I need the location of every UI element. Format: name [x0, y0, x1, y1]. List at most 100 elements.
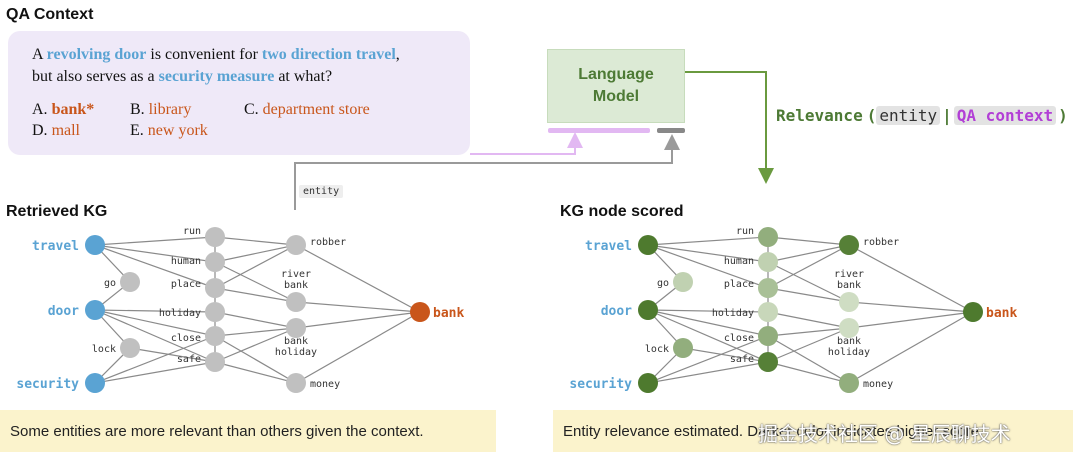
kg-node-riverbank	[839, 292, 859, 312]
kg-edge	[94, 236, 216, 246]
kg-node-label-travel: travel	[32, 239, 79, 254]
relevance-formula: Relevance(entity|QA context)	[776, 106, 1068, 125]
kg-edge	[295, 301, 421, 313]
kg-edge	[647, 244, 769, 263]
kg-edge	[767, 327, 850, 337]
kg-node-label-human: human	[724, 256, 754, 267]
kg-edge	[94, 309, 216, 313]
kg-edge	[214, 244, 297, 263]
kg-edge	[295, 311, 421, 384]
kg-node-label-close: close	[724, 333, 754, 344]
kg-node-label-door: door	[601, 304, 632, 319]
kg-node-go	[673, 272, 693, 292]
kg-node-place	[758, 278, 778, 298]
kg-node-bank	[963, 302, 983, 322]
kg-edge	[214, 261, 297, 303]
kg-node-label-run: run	[183, 226, 201, 237]
retrieved-kg-graph: traveldoorsecuritygolockrunhumanplacehol…	[16, 226, 464, 393]
kg-node-label-bankholiday: bank	[837, 336, 861, 347]
kg-node-label-place: place	[171, 279, 201, 290]
question-line-1: A revolving door is convenient for two d…	[32, 44, 400, 66]
kg-node-label-money: money	[310, 379, 340, 390]
kg-node-label-riverbank: bank	[284, 280, 308, 291]
kg-edge	[295, 311, 421, 329]
kg-node-safe	[205, 352, 225, 372]
answer-d: D. mall	[32, 122, 80, 139]
kg-node-label-riverbank: river	[834, 269, 864, 280]
kg-node-label-human: human	[171, 256, 201, 267]
kg-edge	[94, 244, 216, 289]
kg-node-label-place: place	[724, 279, 754, 290]
kg-node-security	[638, 373, 658, 393]
kg-edge	[848, 311, 974, 384]
kg-node-label-holiday: holiday	[712, 308, 754, 319]
kg-edge	[214, 244, 297, 289]
answer-b: B. library	[130, 101, 192, 118]
lm-to-scored-arrow	[685, 71, 774, 184]
qa-context-title: QA Context	[6, 6, 94, 23]
kg-node-run	[758, 227, 778, 247]
answer-a: A. bank*	[32, 101, 95, 118]
kg-node-human	[758, 252, 778, 272]
kg-node-door	[638, 300, 658, 320]
kg-node-robber	[286, 235, 306, 255]
lm-entity-input-bar	[657, 128, 685, 133]
entity-tag: entity	[299, 185, 344, 198]
highlighted-phrase: security measure	[158, 68, 275, 85]
kg-node-travel	[85, 235, 105, 255]
kg-edge	[214, 327, 297, 363]
kg-node-label-safe: safe	[177, 354, 201, 365]
kg-node-label-bank: bank	[433, 306, 464, 321]
kg-edge	[647, 236, 769, 246]
answer-e: E. new york	[130, 122, 208, 139]
kg-edge	[214, 311, 297, 329]
right-caption: Entity relevance estimated. Darker color…	[553, 410, 1073, 452]
qa-context-box: A revolving door is convenient for two d…	[8, 31, 470, 155]
kg-node-holiday	[758, 302, 778, 322]
kg-node-close	[758, 326, 778, 346]
kg-node-run	[205, 227, 225, 247]
kg-node-label-safe: safe	[730, 354, 754, 365]
kg-edge	[214, 327, 297, 337]
retrieved-kg-title: Retrieved KG	[6, 203, 108, 220]
kg-node-label-bankholiday: holiday	[828, 347, 870, 358]
kg-node-label-security: security	[569, 377, 632, 392]
kg-node-robber	[839, 235, 859, 255]
kg-node-lock	[673, 338, 693, 358]
entity-to-lm-arrow	[294, 134, 680, 210]
kg-node-label-go: go	[657, 278, 669, 289]
lm-text-input-bar	[548, 128, 650, 133]
question-text: at what?	[274, 68, 333, 85]
kg-node-label-bankholiday: bank	[284, 336, 308, 347]
watermark-text: 掘金技术社区 @ 星辰聊技术	[758, 422, 1011, 446]
kg-node-door	[85, 300, 105, 320]
highlighted-phrase: revolving door	[46, 46, 147, 63]
kg-edge	[94, 309, 216, 337]
language-model-box: Language Model	[547, 49, 685, 123]
qa-to-lm-arrow	[470, 132, 583, 155]
kg-node-label-bank: bank	[986, 306, 1017, 321]
kg-edge	[214, 287, 297, 303]
kg-node-label-riverbank: bank	[837, 280, 861, 291]
question-text: but also serves as a	[32, 68, 159, 85]
kg-edge	[647, 309, 769, 363]
kg-node-close	[205, 326, 225, 346]
kg-edge	[647, 309, 769, 337]
kg-edge	[848, 244, 974, 313]
kg-node-scored-title: KG node scored	[560, 203, 684, 220]
kg-node-label-go: go	[104, 278, 116, 289]
highlighted-phrase: two direction travel	[261, 46, 396, 63]
kg-node-label-robber: robber	[863, 237, 899, 248]
kg-edge	[647, 309, 769, 313]
kg-edge	[94, 335, 216, 384]
kg-node-label-bankholiday: holiday	[275, 347, 317, 358]
kg-node-label-robber: robber	[310, 237, 346, 248]
kg-node-label-security: security	[16, 377, 79, 392]
question-text: ,	[395, 46, 400, 63]
kg-edge	[767, 244, 850, 289]
kg-node-bankholiday	[839, 318, 859, 338]
question-text: is convenient for	[146, 46, 262, 63]
kg-node-label-travel: travel	[585, 239, 632, 254]
kg-edge	[647, 335, 769, 384]
